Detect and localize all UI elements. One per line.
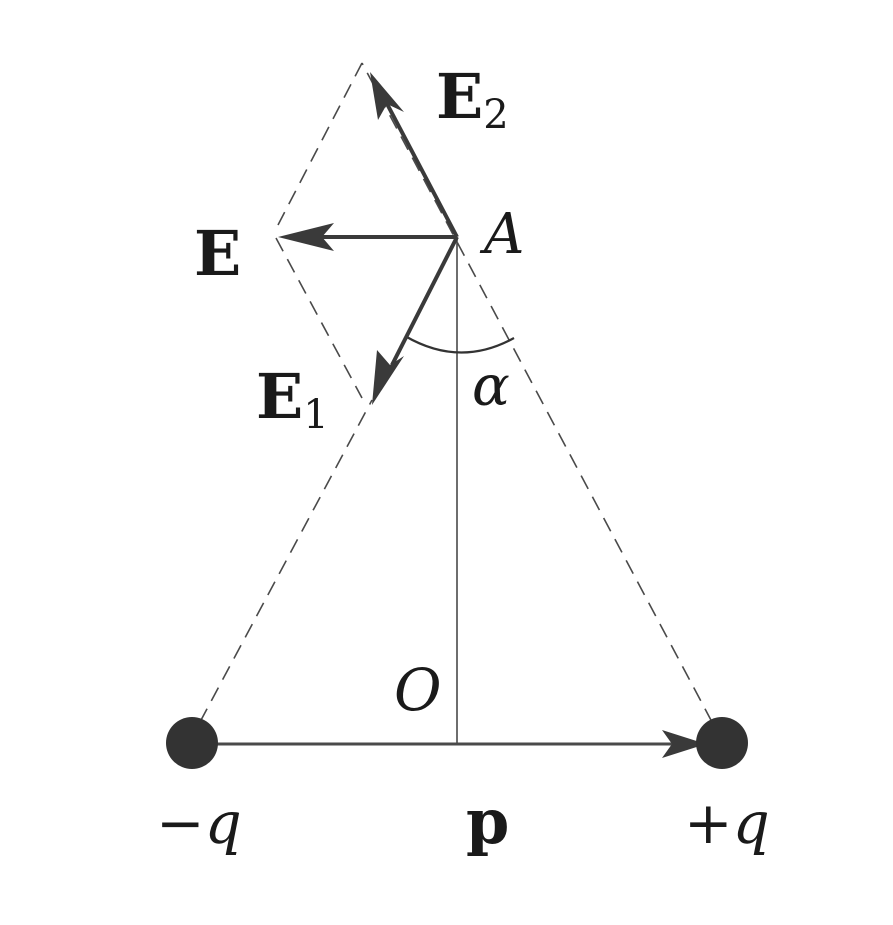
label-e: E xyxy=(194,217,241,290)
negative-charge-dot xyxy=(166,717,218,769)
label-origin-o: O xyxy=(394,656,442,724)
dashed-line-left-charge-to-e1 xyxy=(199,399,373,723)
vector-e2-arrowhead xyxy=(370,72,404,120)
label-e2: E2 xyxy=(436,60,509,138)
dashed-parallelogram-e2-to-e xyxy=(277,62,363,226)
vector-e-arrowhead xyxy=(278,223,334,251)
label-point-a: A xyxy=(479,202,524,267)
vector-e1-shaft xyxy=(390,236,459,366)
vector-e2-shaft xyxy=(383,99,459,238)
label-positive-charge: +q xyxy=(684,789,770,857)
label-e1: E1 xyxy=(256,360,329,438)
positive-charge-dot xyxy=(696,717,748,769)
vector-e1-arrowhead xyxy=(372,350,404,405)
label-dipole-moment-p: p xyxy=(466,785,509,858)
angle-arc-alpha xyxy=(404,335,515,354)
label-negative-charge: −q xyxy=(156,789,242,857)
label-angle-alpha: α xyxy=(472,354,510,419)
dipole-arrowhead xyxy=(662,730,706,758)
dashed-line-right-charge-to-e2 xyxy=(361,62,713,723)
dashed-parallelogram-e-to-e1 xyxy=(275,237,363,399)
